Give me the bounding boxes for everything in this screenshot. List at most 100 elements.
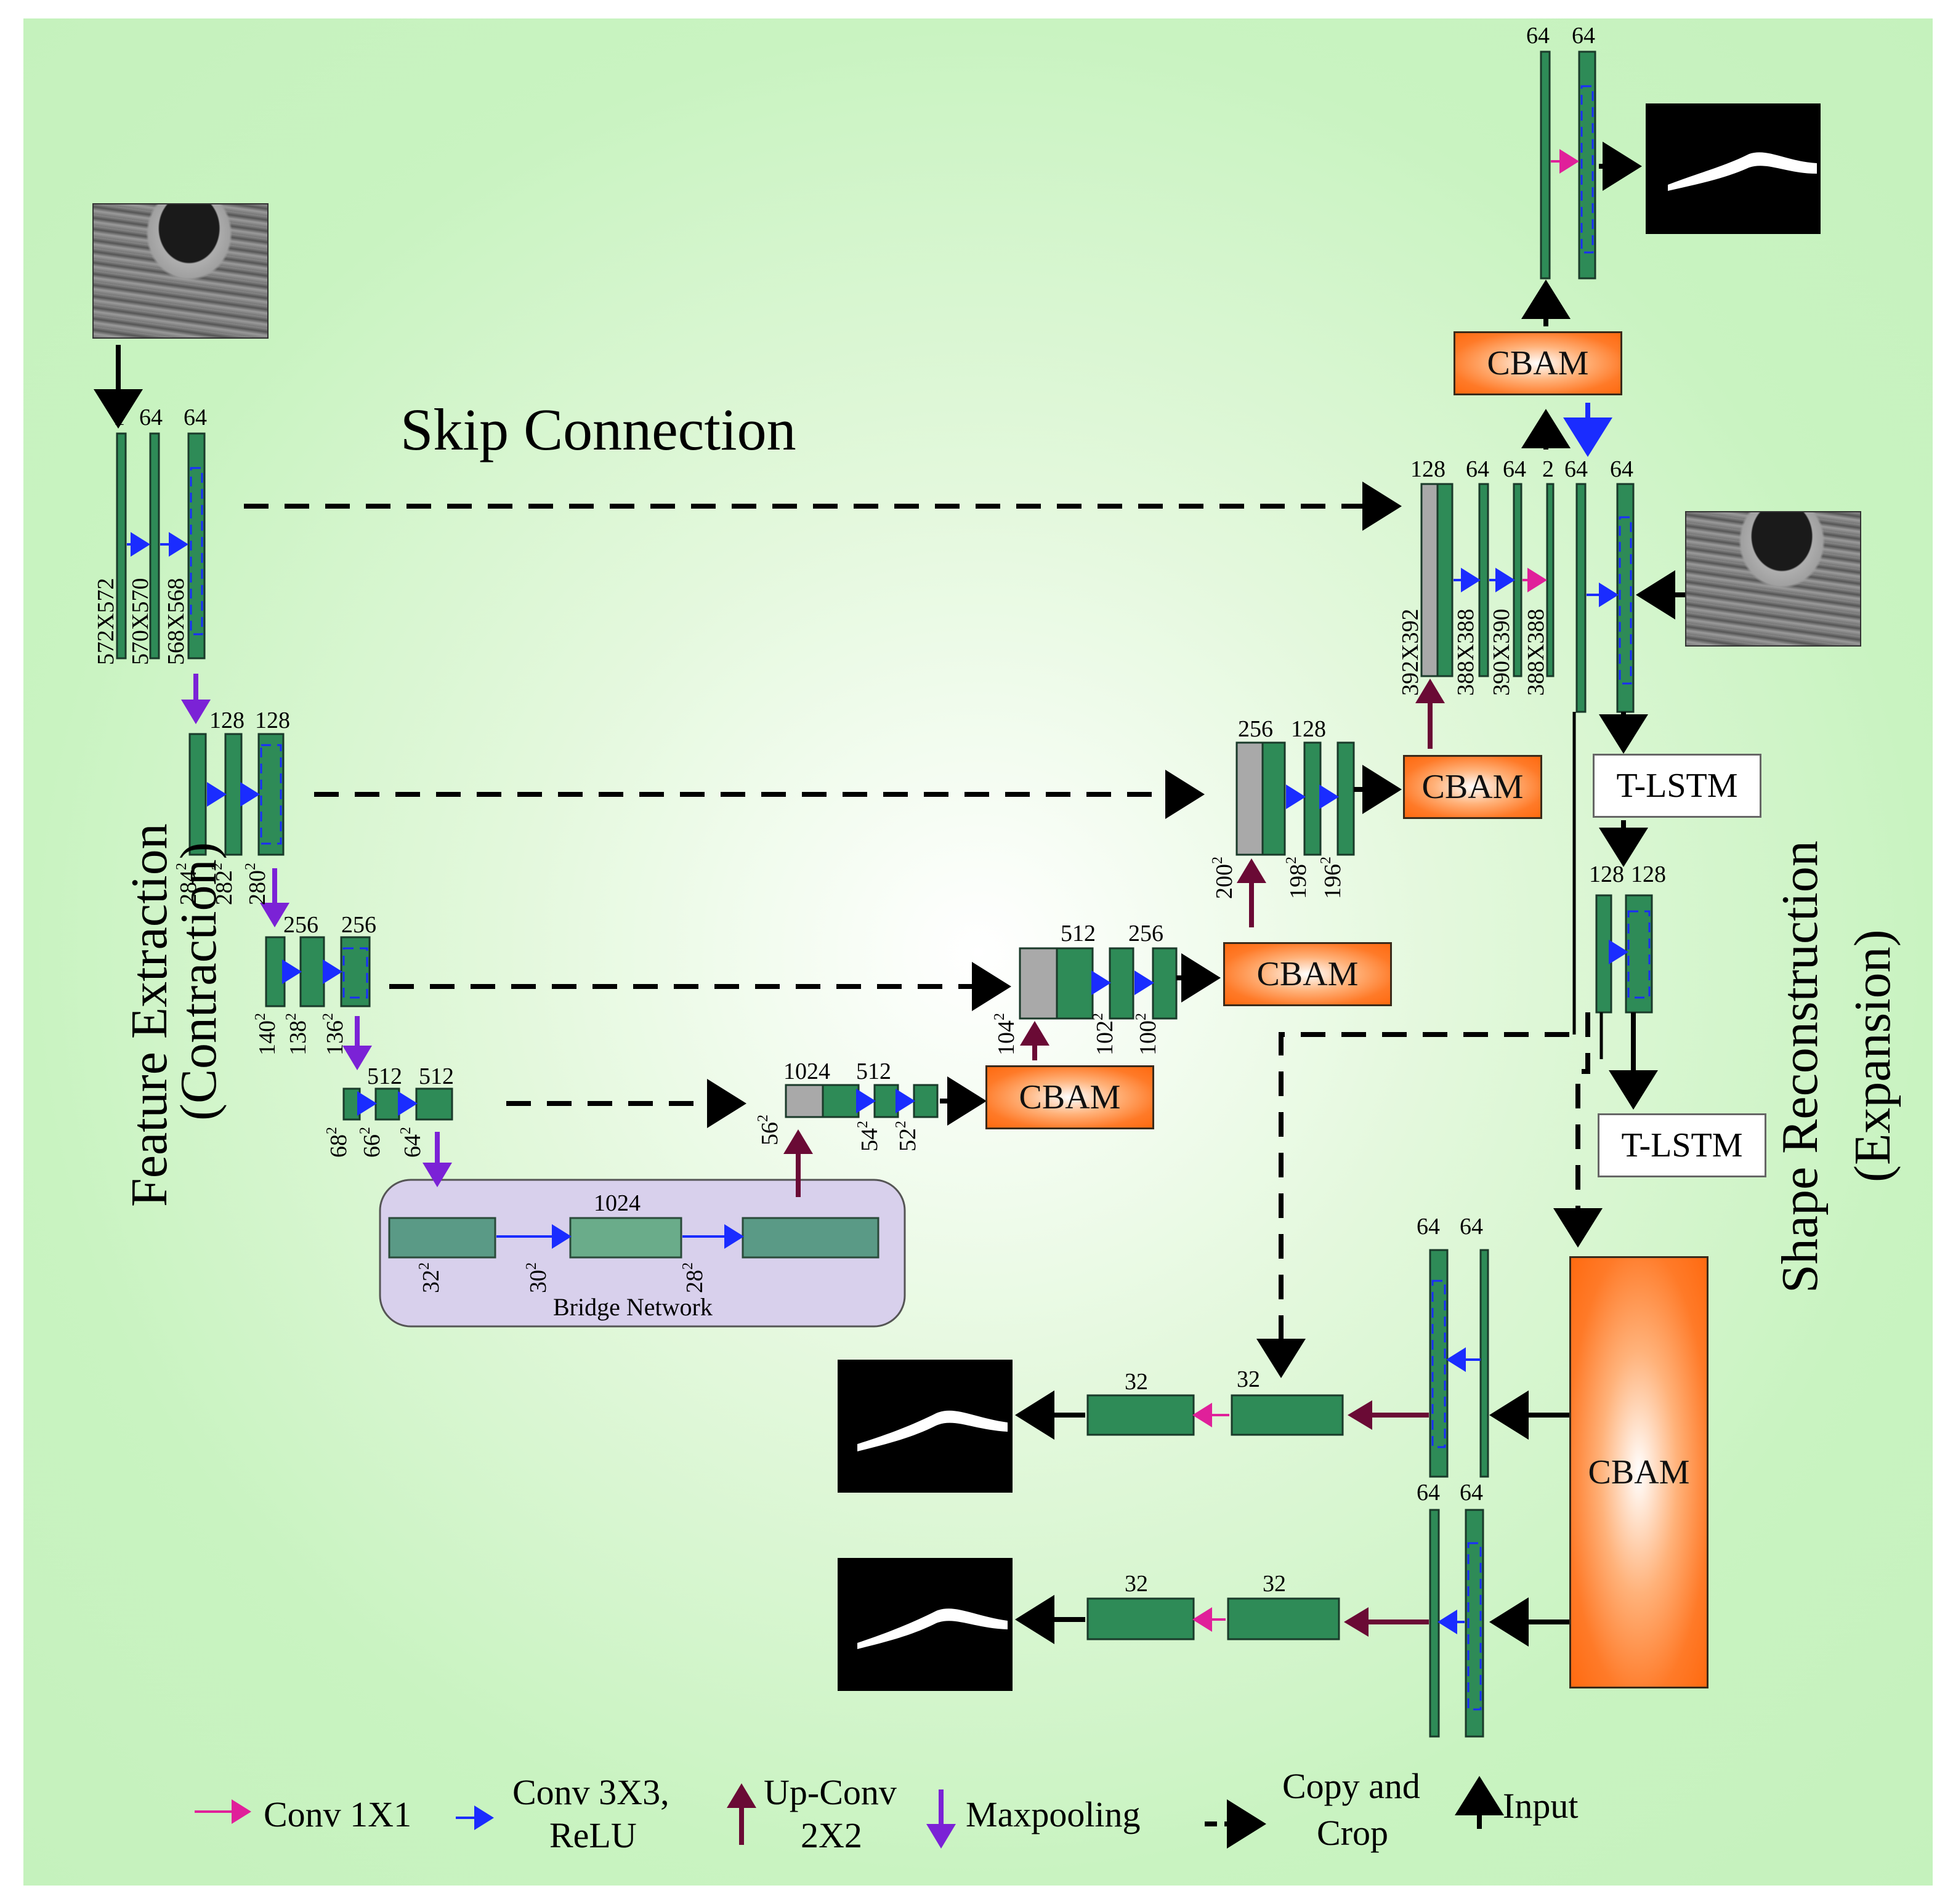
superscript-2: 2 bbox=[324, 1127, 340, 1134]
enc1-ch-3: 64 bbox=[184, 405, 207, 430]
enc1-ch-2: 64 bbox=[139, 405, 163, 430]
dec1-ch-2: 64 bbox=[1466, 456, 1489, 482]
mask-shape-bottom bbox=[857, 1608, 1008, 1649]
cbam-level-4: CBAM bbox=[985, 1065, 1154, 1129]
cbam-large: CBAM bbox=[1569, 1256, 1708, 1688]
dec1-ch-1: 128 bbox=[1410, 456, 1446, 482]
legend-conv3x3-line1: Conv 3X3, bbox=[512, 1772, 669, 1812]
dec4-size-1: 562 bbox=[755, 1115, 783, 1145]
lstm-crop-outline bbox=[1627, 910, 1651, 999]
legend-copycrop-line1: Copy and bbox=[1282, 1766, 1420, 1806]
dec3-green-b bbox=[1109, 947, 1134, 1020]
enc2-block-b bbox=[224, 733, 243, 856]
dec3-green-c bbox=[1152, 947, 1178, 1020]
enc1-size-1: 572X572 bbox=[93, 578, 119, 665]
decoder-level-4 bbox=[785, 1084, 939, 1118]
out1-ch-1: 64 bbox=[1417, 1214, 1440, 1240]
out1-block-d bbox=[1086, 1394, 1195, 1436]
copy-crop-to-cbam-big bbox=[1553, 1012, 1603, 1248]
enc3-block-a bbox=[265, 936, 286, 1007]
out2-block-a bbox=[1429, 1509, 1440, 1738]
out2-block-c bbox=[1227, 1597, 1340, 1640]
dec1-ch-4: 2 bbox=[1542, 456, 1554, 482]
decoder-level-2 bbox=[1235, 741, 1355, 856]
dec4-size-2: 542 bbox=[855, 1121, 883, 1152]
out1-block-b bbox=[1479, 1249, 1489, 1478]
dec1-grey bbox=[1420, 483, 1439, 677]
bridge-block-c bbox=[742, 1217, 879, 1259]
tlstm-2: T-LSTM bbox=[1598, 1113, 1766, 1177]
lstm-block-b bbox=[1625, 894, 1653, 1014]
legend-input-label: Input bbox=[1503, 1786, 1578, 1826]
out2-ch-1: 64 bbox=[1417, 1480, 1440, 1506]
enc2-ch-1: 128 bbox=[209, 708, 245, 733]
superscript-2: 2 bbox=[174, 863, 190, 870]
input-ultrasound-image-right bbox=[1685, 511, 1861, 647]
superscript-2: 2 bbox=[1133, 1013, 1149, 1020]
cbam-level-3: CBAM bbox=[1223, 942, 1392, 1006]
out2-ch-2: 64 bbox=[1460, 1480, 1483, 1506]
copy-crop-to-out1 bbox=[1256, 1032, 1569, 1378]
dec1-ch-6: 64 bbox=[1610, 456, 1633, 482]
enc4-size-3: 642 bbox=[398, 1127, 426, 1158]
dec1-crop-outline bbox=[1619, 516, 1632, 685]
out1-ch-4: 32 bbox=[1125, 1369, 1148, 1395]
decoder-level-1 bbox=[1420, 483, 1635, 713]
lstm-branch-blocks bbox=[1595, 894, 1653, 1014]
enc2-block-c bbox=[257, 733, 285, 856]
dec4-ch-1: 1024 bbox=[783, 1059, 830, 1084]
tlstm-1: T-LSTM bbox=[1593, 754, 1761, 818]
bridge-block-a bbox=[388, 1217, 496, 1259]
enc2-ch-2: 128 bbox=[255, 708, 290, 733]
enc1-block-b bbox=[149, 432, 160, 660]
skip-connection-title: Skip Connection bbox=[400, 397, 796, 462]
out2-crop-outline bbox=[1467, 1542, 1482, 1711]
enc2-size-2: 2822 bbox=[209, 863, 237, 905]
dec2-ch-1: 256 bbox=[1238, 716, 1273, 742]
out1-crop-outline bbox=[1431, 1280, 1446, 1448]
feature-extraction-title: Feature Extraction bbox=[121, 823, 178, 1207]
dec1-size-3: 390X390 bbox=[1489, 609, 1514, 696]
dec1-size-1: 392X392 bbox=[1397, 609, 1423, 696]
enc2-size-3: 2802 bbox=[243, 863, 270, 905]
enc1-ch-1: 1 bbox=[113, 405, 125, 430]
dec1-size-4: 388X388 bbox=[1523, 609, 1549, 696]
dec1-green-b bbox=[1478, 483, 1489, 677]
contraction-title: (Contraction) bbox=[170, 842, 227, 1121]
input-ultrasound-image-top-left bbox=[92, 203, 269, 339]
superscript-2: 2 bbox=[1210, 857, 1226, 864]
out2-block-d bbox=[1086, 1597, 1195, 1640]
superscript-2: 2 bbox=[416, 1262, 432, 1270]
dec2-ch-2: 128 bbox=[1291, 716, 1326, 742]
enc3-ch-1: 256 bbox=[283, 912, 318, 938]
enc3-size-1: 1402 bbox=[253, 1013, 280, 1055]
dec1-size-2: 388X388 bbox=[1453, 609, 1479, 696]
superscript-2: 2 bbox=[524, 1262, 540, 1270]
dec3-size-1: 1042 bbox=[992, 1013, 1019, 1055]
superscript-2: 2 bbox=[243, 863, 259, 870]
enc4-block-a bbox=[342, 1087, 361, 1121]
legend-copycrop-line2: Crop bbox=[1317, 1813, 1388, 1853]
dec3-green-a bbox=[1056, 947, 1094, 1020]
enc2-block-a bbox=[188, 733, 207, 856]
superscript-2: 2 bbox=[357, 1127, 373, 1134]
legend-arrows bbox=[195, 1776, 1504, 1849]
dec1-green-d bbox=[1546, 483, 1555, 677]
superscript-2: 2 bbox=[680, 1262, 696, 1270]
dec1-green-e bbox=[1575, 483, 1587, 713]
dec1-ch-3: 64 bbox=[1503, 456, 1526, 482]
superscript-2: 2 bbox=[398, 1127, 414, 1134]
legend-upconv-line2: 2X2 bbox=[801, 1815, 862, 1855]
dec3-ch-2: 256 bbox=[1128, 921, 1163, 946]
superscript-2: 2 bbox=[283, 1013, 299, 1020]
enc3-crop-outline bbox=[342, 947, 368, 999]
superscript-2: 2 bbox=[855, 1121, 871, 1128]
enc3-ch-2: 256 bbox=[341, 912, 376, 938]
encoder-level-3 bbox=[265, 936, 371, 1007]
enc4-ch-2: 512 bbox=[419, 1063, 454, 1089]
cbam-level-2: CBAM bbox=[1403, 755, 1542, 819]
out1-ch-3: 32 bbox=[1237, 1366, 1260, 1392]
encoder-level-2 bbox=[188, 733, 285, 856]
superscript-2: 2 bbox=[1284, 857, 1300, 864]
enc4-ch-1: 512 bbox=[367, 1063, 402, 1089]
